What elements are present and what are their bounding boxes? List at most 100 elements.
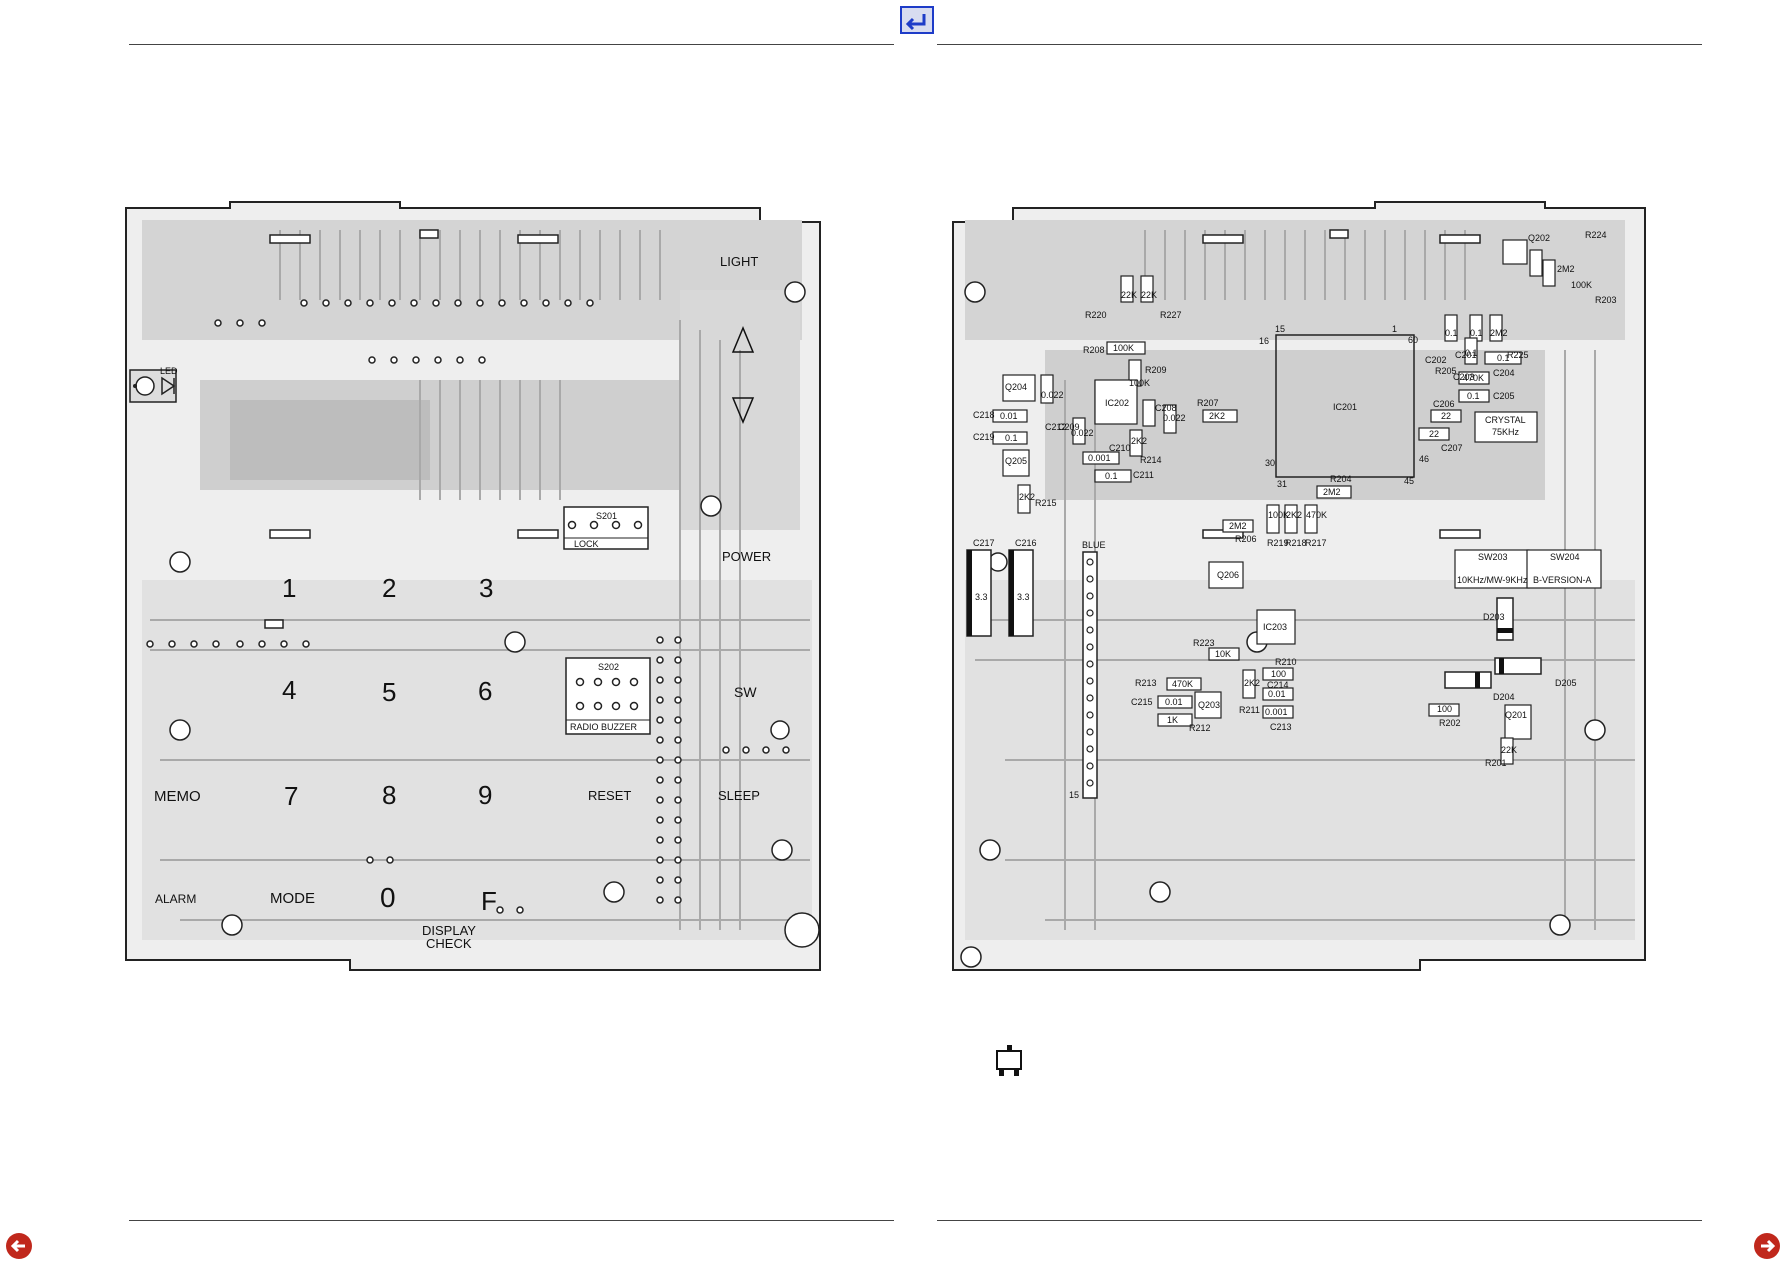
arrow-right-icon xyxy=(1754,1233,1780,1259)
ic-pin-15: 15 xyxy=(1275,324,1285,334)
label-pin15: 15 xyxy=(1069,790,1080,800)
label-r212: R212 xyxy=(1189,723,1211,733)
label-r218: R218 xyxy=(1285,538,1307,548)
key-f: F xyxy=(481,886,497,916)
bottom-rule-right xyxy=(937,1220,1702,1221)
label-blue: BLUE xyxy=(1082,540,1106,550)
label-r227: R227 xyxy=(1160,310,1182,320)
bottom-rule-left xyxy=(129,1220,894,1221)
label-r214: R214 xyxy=(1140,455,1162,465)
down-arrow-icon xyxy=(731,397,755,424)
component-labels: Q202 R224 2M2 100K R203 R220 22K 22K R22… xyxy=(945,200,1650,978)
label-c218: C218 xyxy=(973,410,995,420)
label-470k-a: 470K xyxy=(1463,373,1485,383)
diodes xyxy=(1444,597,1542,689)
next-page-button[interactable] xyxy=(1753,1232,1781,1260)
label-c201: C201 xyxy=(1455,350,1477,360)
label-c209: C209 xyxy=(1058,422,1080,432)
label-r223: R223 xyxy=(1193,638,1215,648)
label-c208: C208 xyxy=(1155,403,1177,413)
light-label: LIGHT xyxy=(720,254,758,269)
label-r215: R215 xyxy=(1035,498,1057,508)
label-c210: C210 xyxy=(1109,443,1131,453)
label-3.3-b: 3.3 xyxy=(1017,592,1030,602)
label-c212: C212 xyxy=(1045,422,1067,432)
label-c202: C202 xyxy=(1425,355,1447,365)
key-9: 9 xyxy=(478,780,492,810)
transistor-package-icon xyxy=(993,1044,1025,1078)
label-r208: R208 xyxy=(1083,345,1105,355)
label-sw203: SW203 xyxy=(1478,552,1508,562)
label-d205: D205 xyxy=(1555,678,1577,688)
keypad-board: LED S201 LOCK S202 RADIO BUZZER LIGHT PO… xyxy=(120,200,832,978)
label-0.1-e: 0.1 xyxy=(1467,391,1480,401)
label-1k: 1K xyxy=(1167,715,1179,725)
component-board: IC201 1 60 15 16 30 31 45 46 xyxy=(945,200,1650,978)
label-100k-b: 100K xyxy=(1113,343,1135,353)
label-c213: C213 xyxy=(1270,722,1292,732)
previous-page-button[interactable] xyxy=(5,1232,33,1260)
label-r209: R209 xyxy=(1145,365,1167,375)
c217-c216-capacitors xyxy=(966,549,1034,637)
check-label: CHECK xyxy=(426,936,472,951)
label-c215: C215 xyxy=(1131,697,1153,707)
label-100k-c: 100K xyxy=(1129,378,1151,388)
label-r213: R213 xyxy=(1135,678,1157,688)
label-c207: C207 xyxy=(1441,443,1463,453)
label-r205: R205 xyxy=(1435,366,1457,376)
label-2k2-b: 2K2 xyxy=(1131,436,1148,446)
label-22k-a: 22K xyxy=(1121,290,1138,300)
label-sw204: SW204 xyxy=(1550,552,1580,562)
alarm-label: ALARM xyxy=(155,892,196,906)
label-2k2-a: 2K2 xyxy=(1209,411,1226,421)
power-label: POWER xyxy=(722,549,771,564)
label-r220: R220 xyxy=(1085,310,1107,320)
label-100-b: 100 xyxy=(1437,704,1453,714)
label-r211: R211 xyxy=(1239,705,1260,715)
label-0.01-a: 0.01 xyxy=(1000,411,1018,421)
key-6: 6 xyxy=(478,676,492,706)
ic-pin-31: 31 xyxy=(1277,479,1287,489)
key-4: 4 xyxy=(282,675,296,705)
label-0.1-g: 0.1 xyxy=(1105,471,1118,481)
label-q202: Q202 xyxy=(1528,233,1551,243)
ic-pin-60: 60 xyxy=(1408,335,1418,345)
label-q204: Q204 xyxy=(1005,382,1028,392)
label-c204: C204 xyxy=(1493,368,1515,378)
label-10khz: 10KHz/MW-9KHz xyxy=(1457,575,1528,585)
label-0.1-d: 0.1 xyxy=(1497,353,1510,363)
label-c217: C217 xyxy=(973,538,995,548)
display-label: DISPLAY xyxy=(422,923,476,938)
label-q206: Q206 xyxy=(1217,570,1240,580)
key-3: 3 xyxy=(479,573,493,603)
s202-radio-buzzer-switch xyxy=(565,657,651,735)
label-r204: R204 xyxy=(1330,474,1352,484)
label-q203: Q203 xyxy=(1198,700,1221,710)
label-c211: C211 xyxy=(1133,470,1154,480)
up-arrow-icon xyxy=(731,326,755,353)
label-3.3-a: 3.3 xyxy=(975,592,988,602)
lock-label: LOCK xyxy=(574,539,599,549)
label-22-a: 22 xyxy=(1441,411,1452,421)
label-10k: 10K xyxy=(1215,649,1232,659)
label-0.001-b: 0.001 xyxy=(1265,707,1288,717)
label-c219: C219 xyxy=(973,432,995,442)
label-0.1-a: 0.1 xyxy=(1445,328,1458,338)
led-label: LED xyxy=(160,366,178,376)
label-ic203: IC203 xyxy=(1263,622,1288,632)
back-button[interactable] xyxy=(900,6,934,34)
label-r225: R225 xyxy=(1507,350,1529,360)
label-c206: C206 xyxy=(1433,399,1455,409)
reset-label: RESET xyxy=(588,788,631,803)
label-470k-b: 470K xyxy=(1306,510,1328,520)
radio-buzzer-label: RADIO BUZZER xyxy=(570,722,638,732)
label-75khz: 75KHz xyxy=(1492,427,1520,437)
label-q205: Q205 xyxy=(1005,456,1028,466)
label-0.01-c: 0.01 xyxy=(1268,689,1286,699)
label-100k-d: 100K xyxy=(1268,510,1290,520)
label-c214: C214 xyxy=(1267,680,1289,690)
label-c203: C203 xyxy=(1453,372,1475,382)
label-0.001-a: 0.001 xyxy=(1088,453,1111,463)
ic201-label: IC201 xyxy=(1333,402,1357,412)
label-c205: C205 xyxy=(1493,391,1515,401)
